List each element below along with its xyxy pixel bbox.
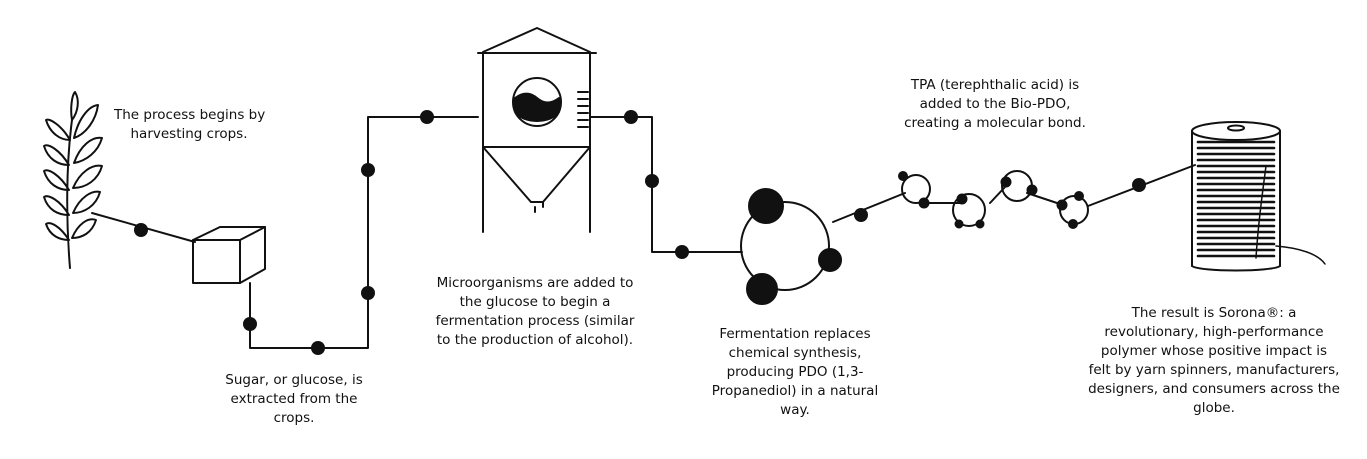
caption-pdo: Fermentation replaces chemical synthesis… [695, 325, 895, 420]
molecular-chain-icon [898, 170, 1089, 229]
caption-line: designers, and consumers across the [1088, 381, 1340, 397]
caption-sorona: The result is Sorona®: a revolutionary, … [1067, 304, 1361, 418]
caption-line: crops. [273, 410, 315, 426]
caption-line: felt by yarn spinners, manufacturers, [1088, 362, 1340, 378]
caption-harvest: The process begins by harvesting crops. [114, 106, 266, 144]
caption-line: creating a molecular bond. [904, 115, 1086, 131]
caption-line: to the production of alcohol). [436, 332, 634, 348]
sugar-cube-icon [192, 226, 266, 284]
pdo-molecule-icon [740, 188, 842, 305]
caption-line: polymer whose positive impact is [1100, 343, 1328, 359]
caption-line: TPA (terephthalic acid) is [910, 77, 1080, 93]
caption-line: Propanediol) in a natural [711, 383, 879, 399]
caption-line: extracted from the [230, 391, 358, 407]
caption-line: the glucose to begin a [459, 294, 611, 310]
caption-extract: Sugar, or glucose, is extracted from the… [214, 371, 374, 428]
caption-line: added to the Bio-PDO, [919, 96, 1071, 112]
caption-line: The process begins by [114, 107, 266, 123]
connector-nodes [134, 110, 1146, 355]
caption-line: Sugar, or glucose, is [225, 372, 363, 388]
caption-line: The result is Sorona®: a [1131, 305, 1297, 321]
caption-line: fermentation process (similar [435, 313, 635, 329]
caption-line: chemical synthesis, [728, 345, 862, 361]
wheat-plant-icon [43, 91, 103, 269]
caption-fermentation-tank: Microorganisms are added to the glucose … [415, 274, 655, 350]
caption-line: producing PDO (1,3- [726, 364, 864, 380]
caption-tpa: TPA (terephthalic acid) is added to the … [885, 76, 1105, 133]
caption-line: revolutionary, high-performance [1104, 324, 1324, 340]
caption-line: Fermentation replaces [719, 326, 871, 342]
fermentation-tank-icon [477, 27, 597, 233]
yarn-spool-icon [1191, 121, 1326, 272]
caption-line: Microorganisms are added to [436, 275, 634, 291]
caption-line: way. [780, 402, 810, 418]
caption-line: globe. [1193, 400, 1235, 416]
caption-line: harvesting crops. [130, 126, 248, 142]
